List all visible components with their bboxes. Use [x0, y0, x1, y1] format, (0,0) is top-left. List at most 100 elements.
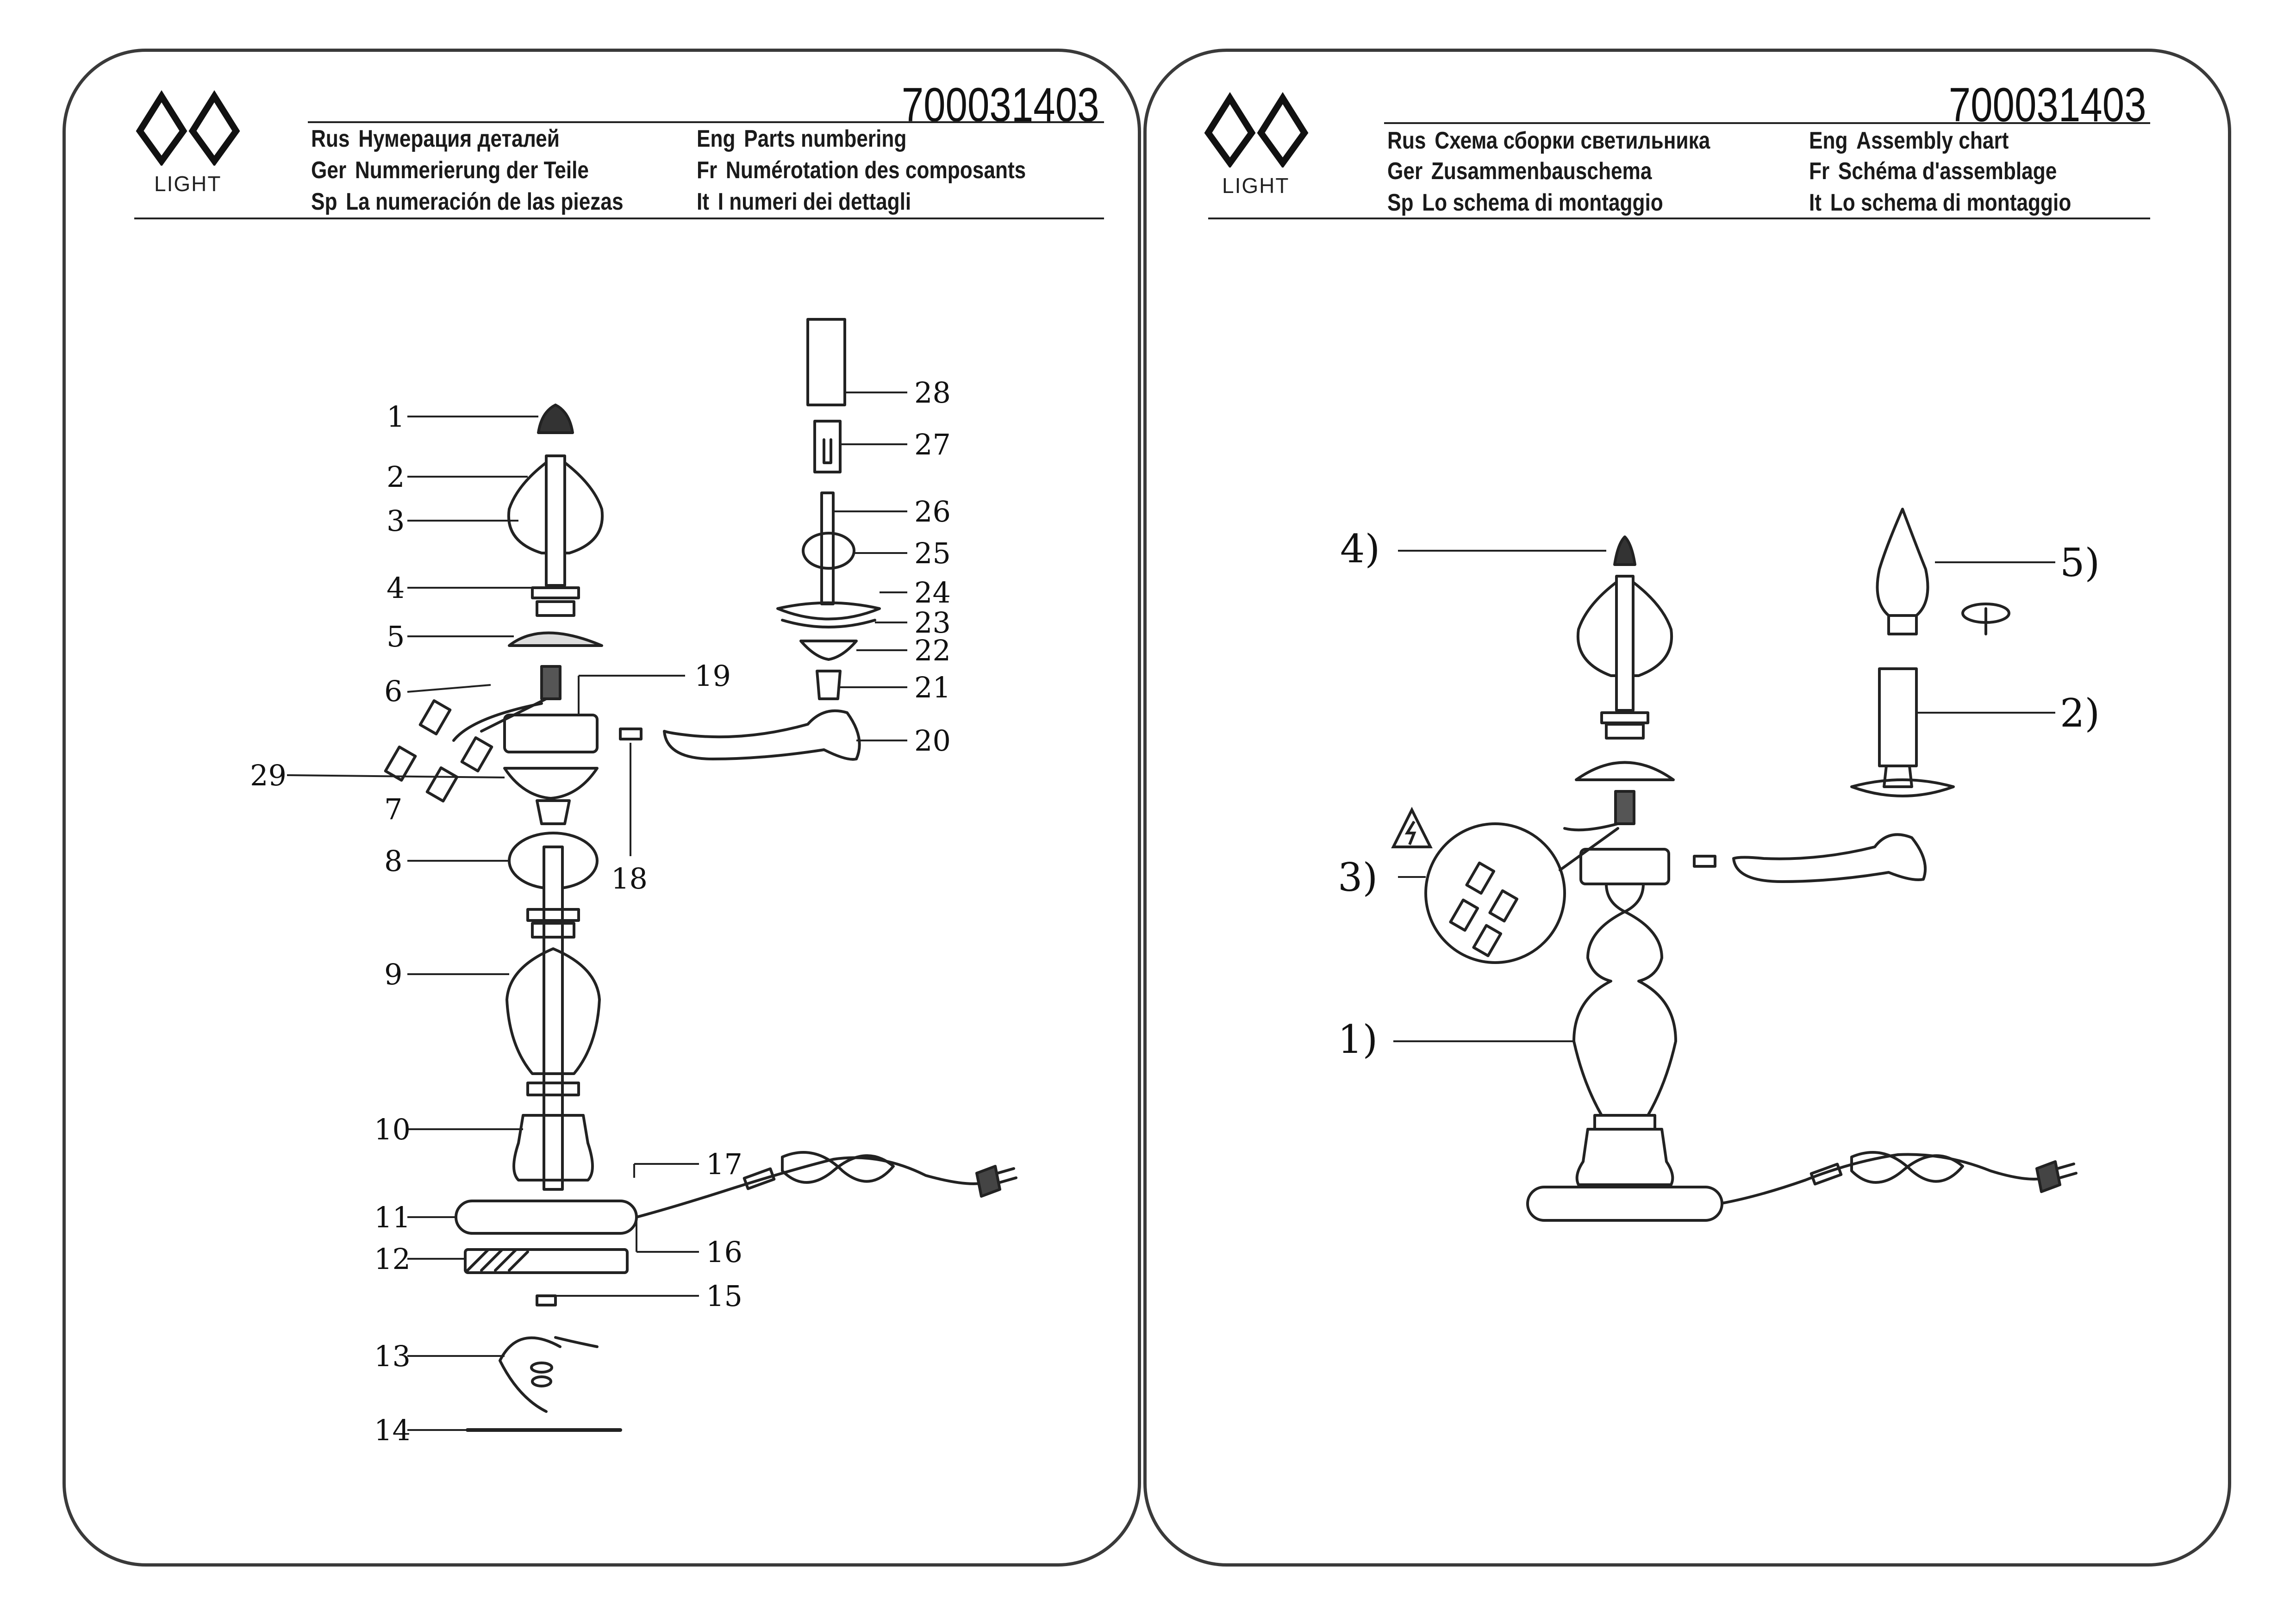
lamp-base	[1526, 1186, 1723, 1222]
step-label-4: 4)	[1340, 526, 1380, 572]
lamp-bobeche	[1575, 761, 1675, 781]
step-label-3: 3)	[1338, 855, 1378, 900]
callout-11: 11	[374, 1200, 411, 1234]
wiring-detail-circle	[1424, 822, 1566, 964]
callout-27: 27	[914, 428, 951, 461]
bulb-base	[1887, 614, 1918, 635]
electric-warning-icon	[1391, 807, 1433, 848]
callout-3: 3	[387, 504, 405, 538]
part-box-19	[503, 714, 599, 753]
lamp-arm	[1732, 833, 1927, 883]
lamp-finial	[1613, 535, 1636, 566]
part-ring-4	[531, 586, 580, 599]
lamp-column	[1572, 883, 1677, 1117]
bulb-glass	[1876, 508, 1929, 617]
part-socket-slot-27	[823, 438, 832, 464]
callout-12: 12	[374, 1242, 411, 1276]
lamp-plug	[2035, 1160, 2061, 1193]
callout-16: 16	[706, 1235, 742, 1269]
lamp-base-cap	[1575, 1128, 1674, 1186]
lamp-ring-c	[1593, 1114, 1656, 1131]
part-sleeve-28	[806, 318, 846, 406]
part-cup-24	[776, 601, 881, 621]
detail-connector-a	[1465, 861, 1496, 895]
part-nut-13	[531, 1375, 552, 1387]
part-strain-relief-13	[499, 1336, 599, 1413]
part-ring-9c	[526, 1082, 580, 1096]
callout-26: 26	[914, 495, 951, 529]
lamp-ring-b	[1605, 723, 1645, 740]
part-bobeche	[508, 631, 603, 647]
page-parts-numbering	[62, 49, 1141, 1567]
brand-logo-left	[135, 87, 242, 166]
part-cord-coil	[781, 1151, 895, 1184]
part-plate-19b	[503, 767, 599, 800]
step-label-1: 1)	[1338, 1017, 1378, 1062]
lamp-plug-prong-b	[2059, 1172, 2078, 1179]
callout-4: 4	[387, 571, 405, 605]
detail-connector-c	[1488, 889, 1519, 923]
part-plug-prong-b	[998, 1176, 1017, 1184]
part-ring-9a	[526, 908, 580, 922]
callout-7: 7	[384, 792, 402, 826]
step-label-5: 5)	[2060, 540, 2100, 585]
part-knob-25	[802, 532, 855, 570]
callout-17: 17	[706, 1147, 742, 1181]
callout-2: 2	[387, 460, 405, 494]
callout-19: 19	[694, 659, 731, 693]
part-connector-29b	[418, 699, 452, 735]
part-connector-29c	[425, 766, 459, 802]
lamp-wires	[1563, 822, 1619, 832]
lamp-plug-prong-a	[2056, 1163, 2075, 1170]
part-wire-6	[452, 697, 548, 742]
part-glass-lower	[505, 947, 601, 1075]
header-bottom-rule-left	[134, 218, 1104, 219]
callout-23: 23	[914, 606, 951, 640]
callout-18: 18	[611, 862, 648, 895]
part-arm-20	[663, 709, 861, 761]
part-washer-13	[530, 1362, 553, 1374]
part-switch-17	[742, 1167, 776, 1190]
callout-20: 20	[914, 724, 951, 758]
lamp-ring-a	[1600, 711, 1649, 724]
callout-28: 28	[914, 376, 951, 410]
part-connector-29d	[460, 736, 493, 772]
lamp-cord	[1721, 1153, 2047, 1205]
lamp-cord-coil	[1850, 1151, 1964, 1184]
part-cup-22	[799, 640, 858, 661]
header-top-rule-right	[1384, 122, 2150, 124]
logo-mark-icon	[136, 90, 240, 166]
page-assembly-chart	[1143, 49, 2231, 1567]
lamp-switch	[1809, 1163, 1843, 1186]
logo-text-right: LIGHT	[1222, 174, 1290, 198]
step-label-2: 2)	[2060, 690, 2100, 736]
part-rod-upper	[545, 454, 566, 587]
callout-15: 15	[706, 1279, 742, 1313]
logo-mark-icon	[1204, 92, 1309, 168]
callout-1: 1	[387, 400, 405, 434]
part-disc-23	[781, 619, 876, 628]
callout-6: 6	[384, 674, 402, 708]
part-socket-27	[813, 420, 842, 473]
callout-22: 22	[914, 634, 951, 667]
callout-8: 8	[384, 844, 402, 878]
header-bottom-rule-right	[1208, 218, 2150, 219]
part-plug-prong-a	[996, 1167, 1015, 1175]
callout-24: 24	[914, 576, 951, 609]
part-socket-6	[540, 665, 562, 700]
callout-13: 13	[374, 1339, 411, 1373]
part-weight-12-hatch	[466, 1248, 529, 1272]
callout-14: 14	[374, 1413, 411, 1447]
detail-connector-b	[1449, 898, 1479, 932]
callout-29: 29	[250, 759, 287, 792]
part-plug	[975, 1165, 1001, 1198]
